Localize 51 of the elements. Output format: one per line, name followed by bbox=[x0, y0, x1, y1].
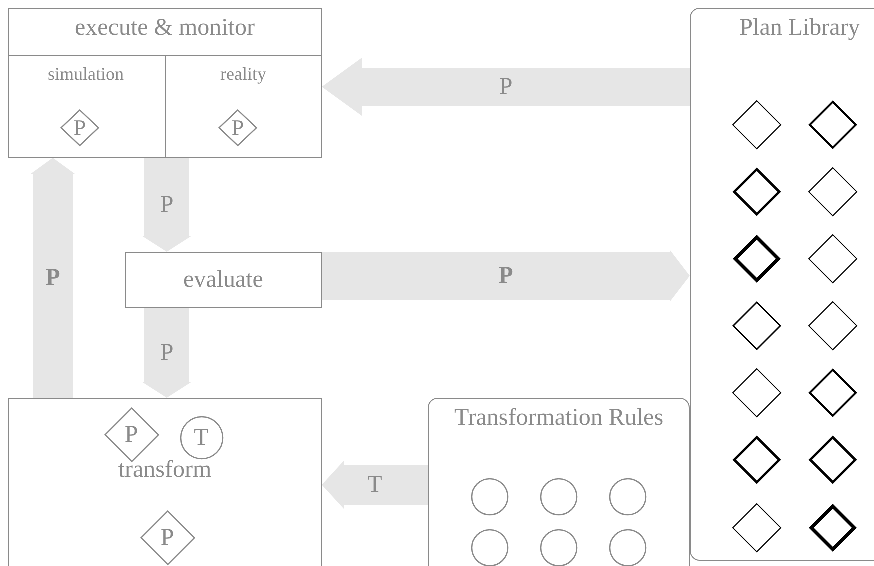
plan-diamond bbox=[808, 502, 858, 552]
library-panel bbox=[428, 398, 690, 566]
plan-diamond bbox=[808, 300, 858, 350]
rule-circle bbox=[540, 478, 578, 516]
plan-diamond bbox=[808, 368, 858, 418]
plan-diamond bbox=[732, 502, 782, 552]
process-box bbox=[125, 252, 322, 308]
shape-label: P bbox=[230, 114, 246, 142]
rule-circle bbox=[608, 478, 646, 516]
shape-label: P bbox=[160, 524, 176, 552]
plan-diamond bbox=[732, 368, 782, 418]
edge-label: P bbox=[160, 341, 174, 365]
plan-diamond bbox=[60, 109, 100, 147]
box-title: transform bbox=[117, 457, 213, 485]
edge-label: P bbox=[498, 264, 514, 288]
block-arrow bbox=[322, 461, 428, 509]
box-label: evaluate bbox=[182, 266, 264, 295]
block-arrow bbox=[322, 58, 690, 116]
edge-label: P bbox=[160, 193, 174, 217]
panel-cell bbox=[8, 54, 166, 158]
rule-circle bbox=[470, 478, 508, 516]
box-title: execute & monitor bbox=[74, 15, 256, 43]
edge-label: P bbox=[499, 75, 513, 99]
plan-diamond bbox=[808, 434, 858, 484]
plan-diamond bbox=[732, 300, 782, 350]
box-title: simulation bbox=[47, 64, 125, 84]
box-title: reality bbox=[220, 64, 268, 84]
edge-label: P bbox=[46, 266, 60, 290]
edge-label: T bbox=[368, 473, 382, 497]
plan-diamond bbox=[808, 166, 858, 216]
block-arrow bbox=[142, 308, 192, 398]
shape-label: T bbox=[193, 424, 210, 452]
plan-diamond bbox=[140, 510, 196, 566]
plan-diamond bbox=[732, 434, 782, 484]
box-title: Plan Library bbox=[738, 15, 862, 43]
plan-diamond bbox=[732, 234, 782, 284]
shape-label: P bbox=[124, 420, 140, 450]
plan-diamond bbox=[808, 100, 858, 150]
rule-circle bbox=[180, 416, 224, 460]
box-title: Transformation Rules bbox=[453, 405, 665, 433]
process-box bbox=[8, 398, 322, 566]
process-box bbox=[8, 8, 322, 158]
plan-diamond bbox=[732, 100, 782, 150]
plan-diamond bbox=[732, 166, 782, 216]
plan-diamond bbox=[218, 109, 258, 147]
library-panel bbox=[690, 8, 874, 561]
shape-label: P bbox=[72, 114, 88, 142]
block-arrow bbox=[31, 158, 75, 398]
block-arrow bbox=[322, 250, 690, 302]
plan-diamond bbox=[808, 234, 858, 284]
block-arrow bbox=[142, 158, 192, 252]
